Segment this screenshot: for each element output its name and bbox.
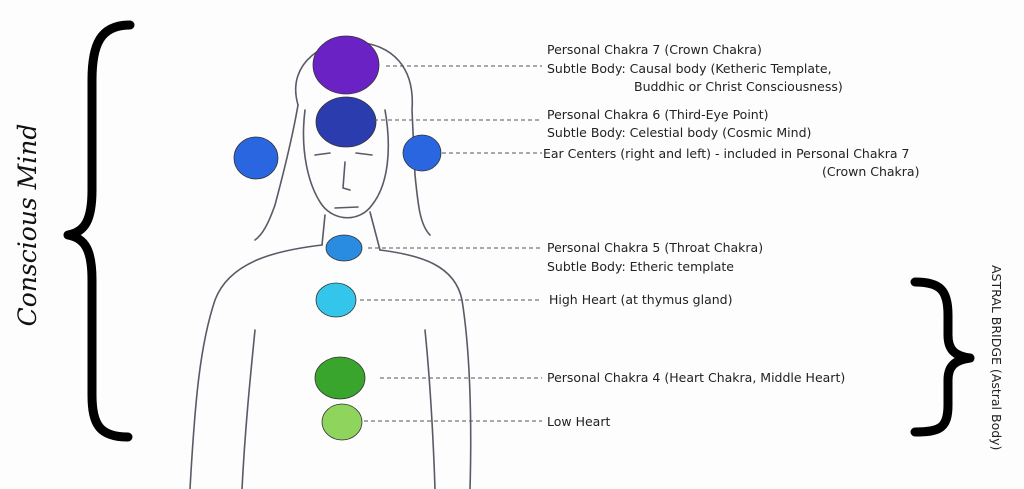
throat-label-2: Subtle Body: Etheric template	[547, 259, 734, 274]
low-heart-circle	[321, 403, 363, 441]
crown-label-3: Buddhic or Christ Consciousness)	[634, 79, 843, 94]
figure-sketch	[189, 41, 472, 489]
ear-label-2: (Crown Chakra)	[822, 164, 919, 179]
left-curly-brace	[63, 20, 135, 442]
hair-outline	[295, 41, 431, 236]
high-heart-circle	[315, 282, 357, 318]
mouth	[334, 206, 359, 209]
eyes	[314, 152, 373, 156]
right-curly-brace	[910, 277, 975, 437]
face-outline	[302, 109, 390, 219]
third-eye-label-2: Subtle Body: Celestial body (Cosmic Mind…	[547, 125, 811, 140]
high-heart-label: High Heart (at thymus gland)	[549, 292, 732, 307]
right-ear-center-circle	[402, 134, 442, 172]
third-eye-chakra-circle	[315, 96, 377, 148]
body-right	[379, 249, 472, 489]
heart-label: Personal Chakra 4 (Heart Chakra, Middle …	[547, 370, 845, 385]
arm-right	[424, 329, 436, 489]
neck	[321, 211, 381, 251]
throat-chakra-circle	[325, 234, 363, 262]
astral-bridge-label: ASTRAL BRIDGE (Astral Body)	[989, 265, 1004, 450]
low-heart-label: Low Heart	[547, 414, 610, 429]
crown-label-1: Personal Chakra 7 (Crown Chakra)	[547, 42, 762, 57]
body-left	[189, 244, 323, 489]
crown-chakra-circle	[312, 35, 380, 95]
arm-left	[241, 329, 256, 489]
hair-left	[254, 104, 299, 241]
conscious-mind-label: Conscious Mind	[13, 124, 42, 327]
left-ear-center-circle	[233, 136, 279, 180]
heart-chakra-circle	[314, 356, 366, 400]
crown-label-2: Subtle Body: Causal body (Ketheric Templ…	[547, 61, 832, 76]
ear-label-1: Ear Centers (right and left) - included …	[543, 146, 909, 161]
nose	[342, 161, 351, 191]
third-eye-label-1: Personal Chakra 6 (Third-Eye Point)	[547, 107, 769, 122]
throat-label-1: Personal Chakra 5 (Throat Chakra)	[547, 240, 763, 255]
